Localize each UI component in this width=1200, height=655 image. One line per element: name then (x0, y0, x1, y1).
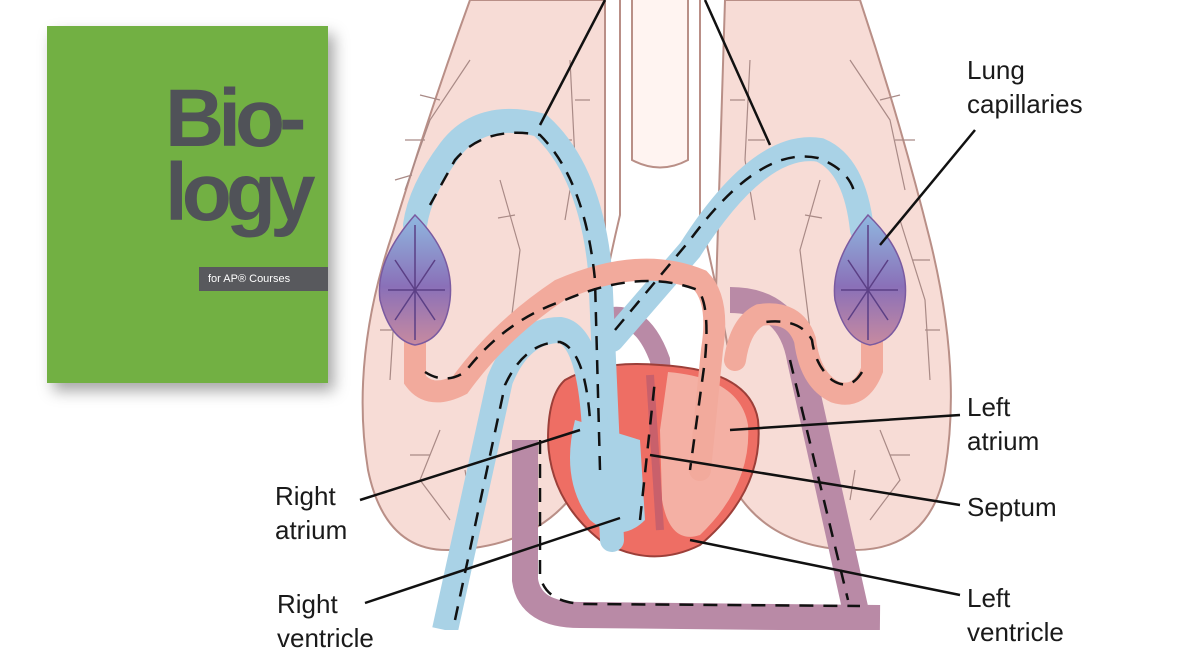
vena-cava (432, 316, 643, 630)
right-lung (710, 0, 952, 552)
circulatory-diagram (359, 0, 976, 630)
pulmonary-artery-left (403, 108, 624, 552)
label-left-ventricle: Left ventricle (967, 583, 1064, 647)
leader-right-ventricle (364, 516, 621, 605)
pulmonary-vein-left (404, 258, 726, 481)
leader-septum (649, 453, 961, 507)
leader-left-atrium (729, 413, 961, 432)
right-atrium-blue (570, 420, 645, 533)
flow-arrows (424, 131, 864, 621)
book-cover[interactable]: Bio- logy for AP® Courses (47, 26, 328, 383)
left-lung-capillaries (378, 213, 452, 346)
leader-top-right (703, 0, 772, 146)
label-septum: Septum (967, 492, 1057, 522)
trachea-fork (631, 0, 689, 169)
label-right-atrium: Right atrium (275, 481, 348, 545)
label-right-ventricle: Right ventricle (277, 589, 374, 653)
septum-shape (646, 374, 664, 531)
label-left-atrium: Left atrium (967, 392, 1040, 456)
leader-left-ventricle (689, 538, 961, 597)
leader-right-atrium (359, 428, 581, 502)
right-lung-capillaries (833, 213, 907, 346)
leader-lung-capillaries (879, 129, 976, 246)
label-lung-capillaries: Lung capillaries (967, 55, 1083, 119)
systemic-vessel-lower (512, 440, 881, 630)
pulmonary-vein-right (724, 303, 883, 405)
leader-lines (359, 0, 976, 605)
leader-top-left (538, 0, 607, 126)
book-title: Bio- logy (165, 73, 316, 238)
book-badge: for AP® Courses (199, 267, 328, 291)
